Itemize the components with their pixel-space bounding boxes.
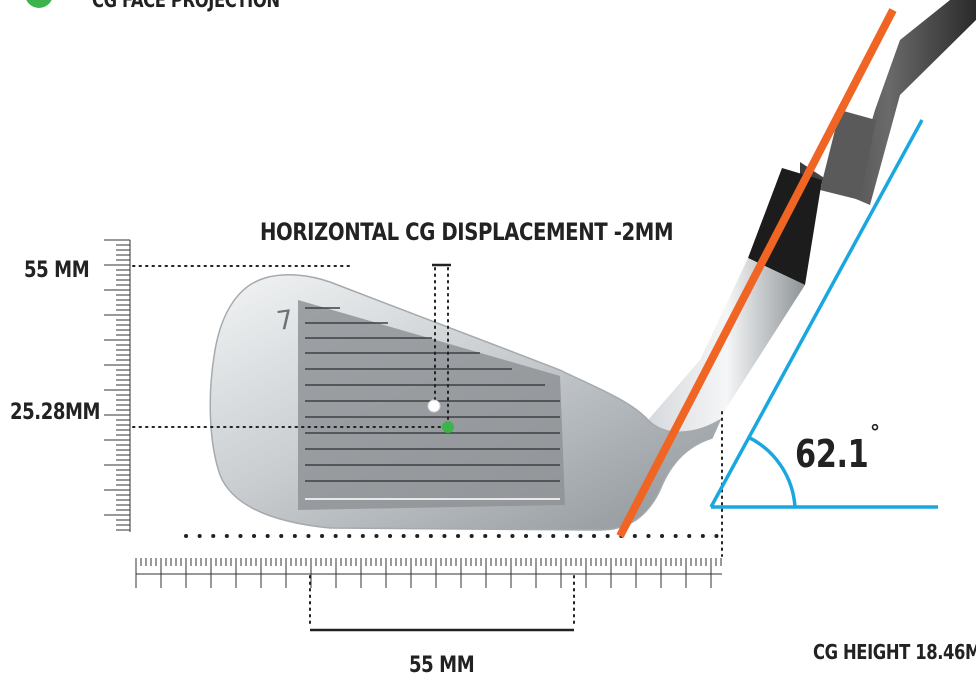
legend-marker-cg-face-projection [25, 0, 53, 8]
height-scale-cg-label: 25.28MM [10, 400, 101, 425]
cg-point [427, 399, 441, 413]
lie-angle-value: 62.1 [795, 432, 869, 476]
club-shaft [800, 0, 976, 205]
horizontal-ruler-ticks [135, 558, 722, 588]
cg-height-label: CG HEIGHT 18.46MM [813, 640, 976, 664]
hosel [648, 258, 805, 448]
lie-angle-unit: ° [870, 420, 880, 444]
face-grooves [305, 307, 560, 482]
vertical-ruler-ticks [104, 239, 130, 531]
lie-angle-indicator [709, 119, 938, 509]
club-number: 7 [275, 305, 296, 337]
width-scale-label: 55 MM [409, 653, 475, 678]
horizontal-displacement-label: HORIZONTAL CG DISPLACEMENT -2MM [260, 218, 674, 246]
height-scale-top-label: 55 MM [24, 258, 90, 283]
cg-face-projection-point [442, 421, 454, 433]
shaft-axis-line [616, 8, 897, 538]
legend-label-cg-face-projection: CG FACE PROJECTION [92, 0, 280, 12]
